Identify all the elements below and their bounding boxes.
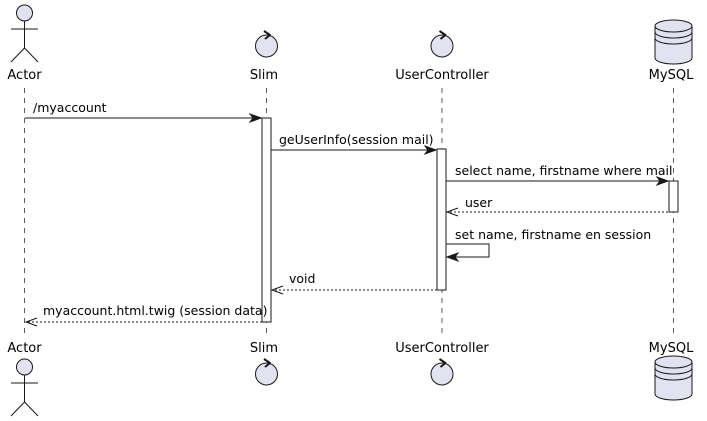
control-icon <box>430 358 454 386</box>
message-label: select name, firstname where mail <box>455 163 673 178</box>
participant-label-slim-bottom: Slim <box>250 341 278 356</box>
arrowhead <box>248 112 263 124</box>
arrowhead <box>423 144 438 156</box>
message-label: set name, firstname en session <box>455 227 651 242</box>
database-icon <box>654 19 693 65</box>
participant-label-usercontroller-bottom: UserController <box>395 341 489 356</box>
control-icon <box>255 358 278 386</box>
participant-label-mysql-bottom: MySQL <box>649 341 694 356</box>
arrowhead <box>270 285 284 295</box>
participant-label-slim: Slim <box>250 68 278 83</box>
participant-label-actor-bottom: Actor <box>7 341 42 356</box>
database-icon <box>654 355 693 401</box>
actor-icon <box>10 4 39 63</box>
actor-icon <box>10 358 39 417</box>
activation-bar-slim <box>261 117 272 323</box>
control-icon <box>255 30 278 58</box>
participant-label-actor: Actor <box>7 68 42 83</box>
message-arrow <box>446 243 490 258</box>
control-icon <box>430 30 454 58</box>
message-label: void <box>289 271 315 286</box>
message-label: geUserInfo(session mail) <box>279 132 434 147</box>
arrowhead <box>445 251 460 263</box>
arrowhead <box>445 207 459 217</box>
participant-label-mysql: MySQL <box>649 68 694 83</box>
arrowhead <box>24 317 38 327</box>
message-label: /myaccount <box>33 100 107 115</box>
message-label: myaccount.html.twig (session data) <box>43 303 267 318</box>
activation-bar-mysql <box>668 180 679 213</box>
participant-label-usercontroller: UserController <box>395 68 489 83</box>
activation-bar-usercontroller <box>436 148 447 291</box>
arrowhead <box>655 175 670 187</box>
message-label: user <box>465 195 493 210</box>
